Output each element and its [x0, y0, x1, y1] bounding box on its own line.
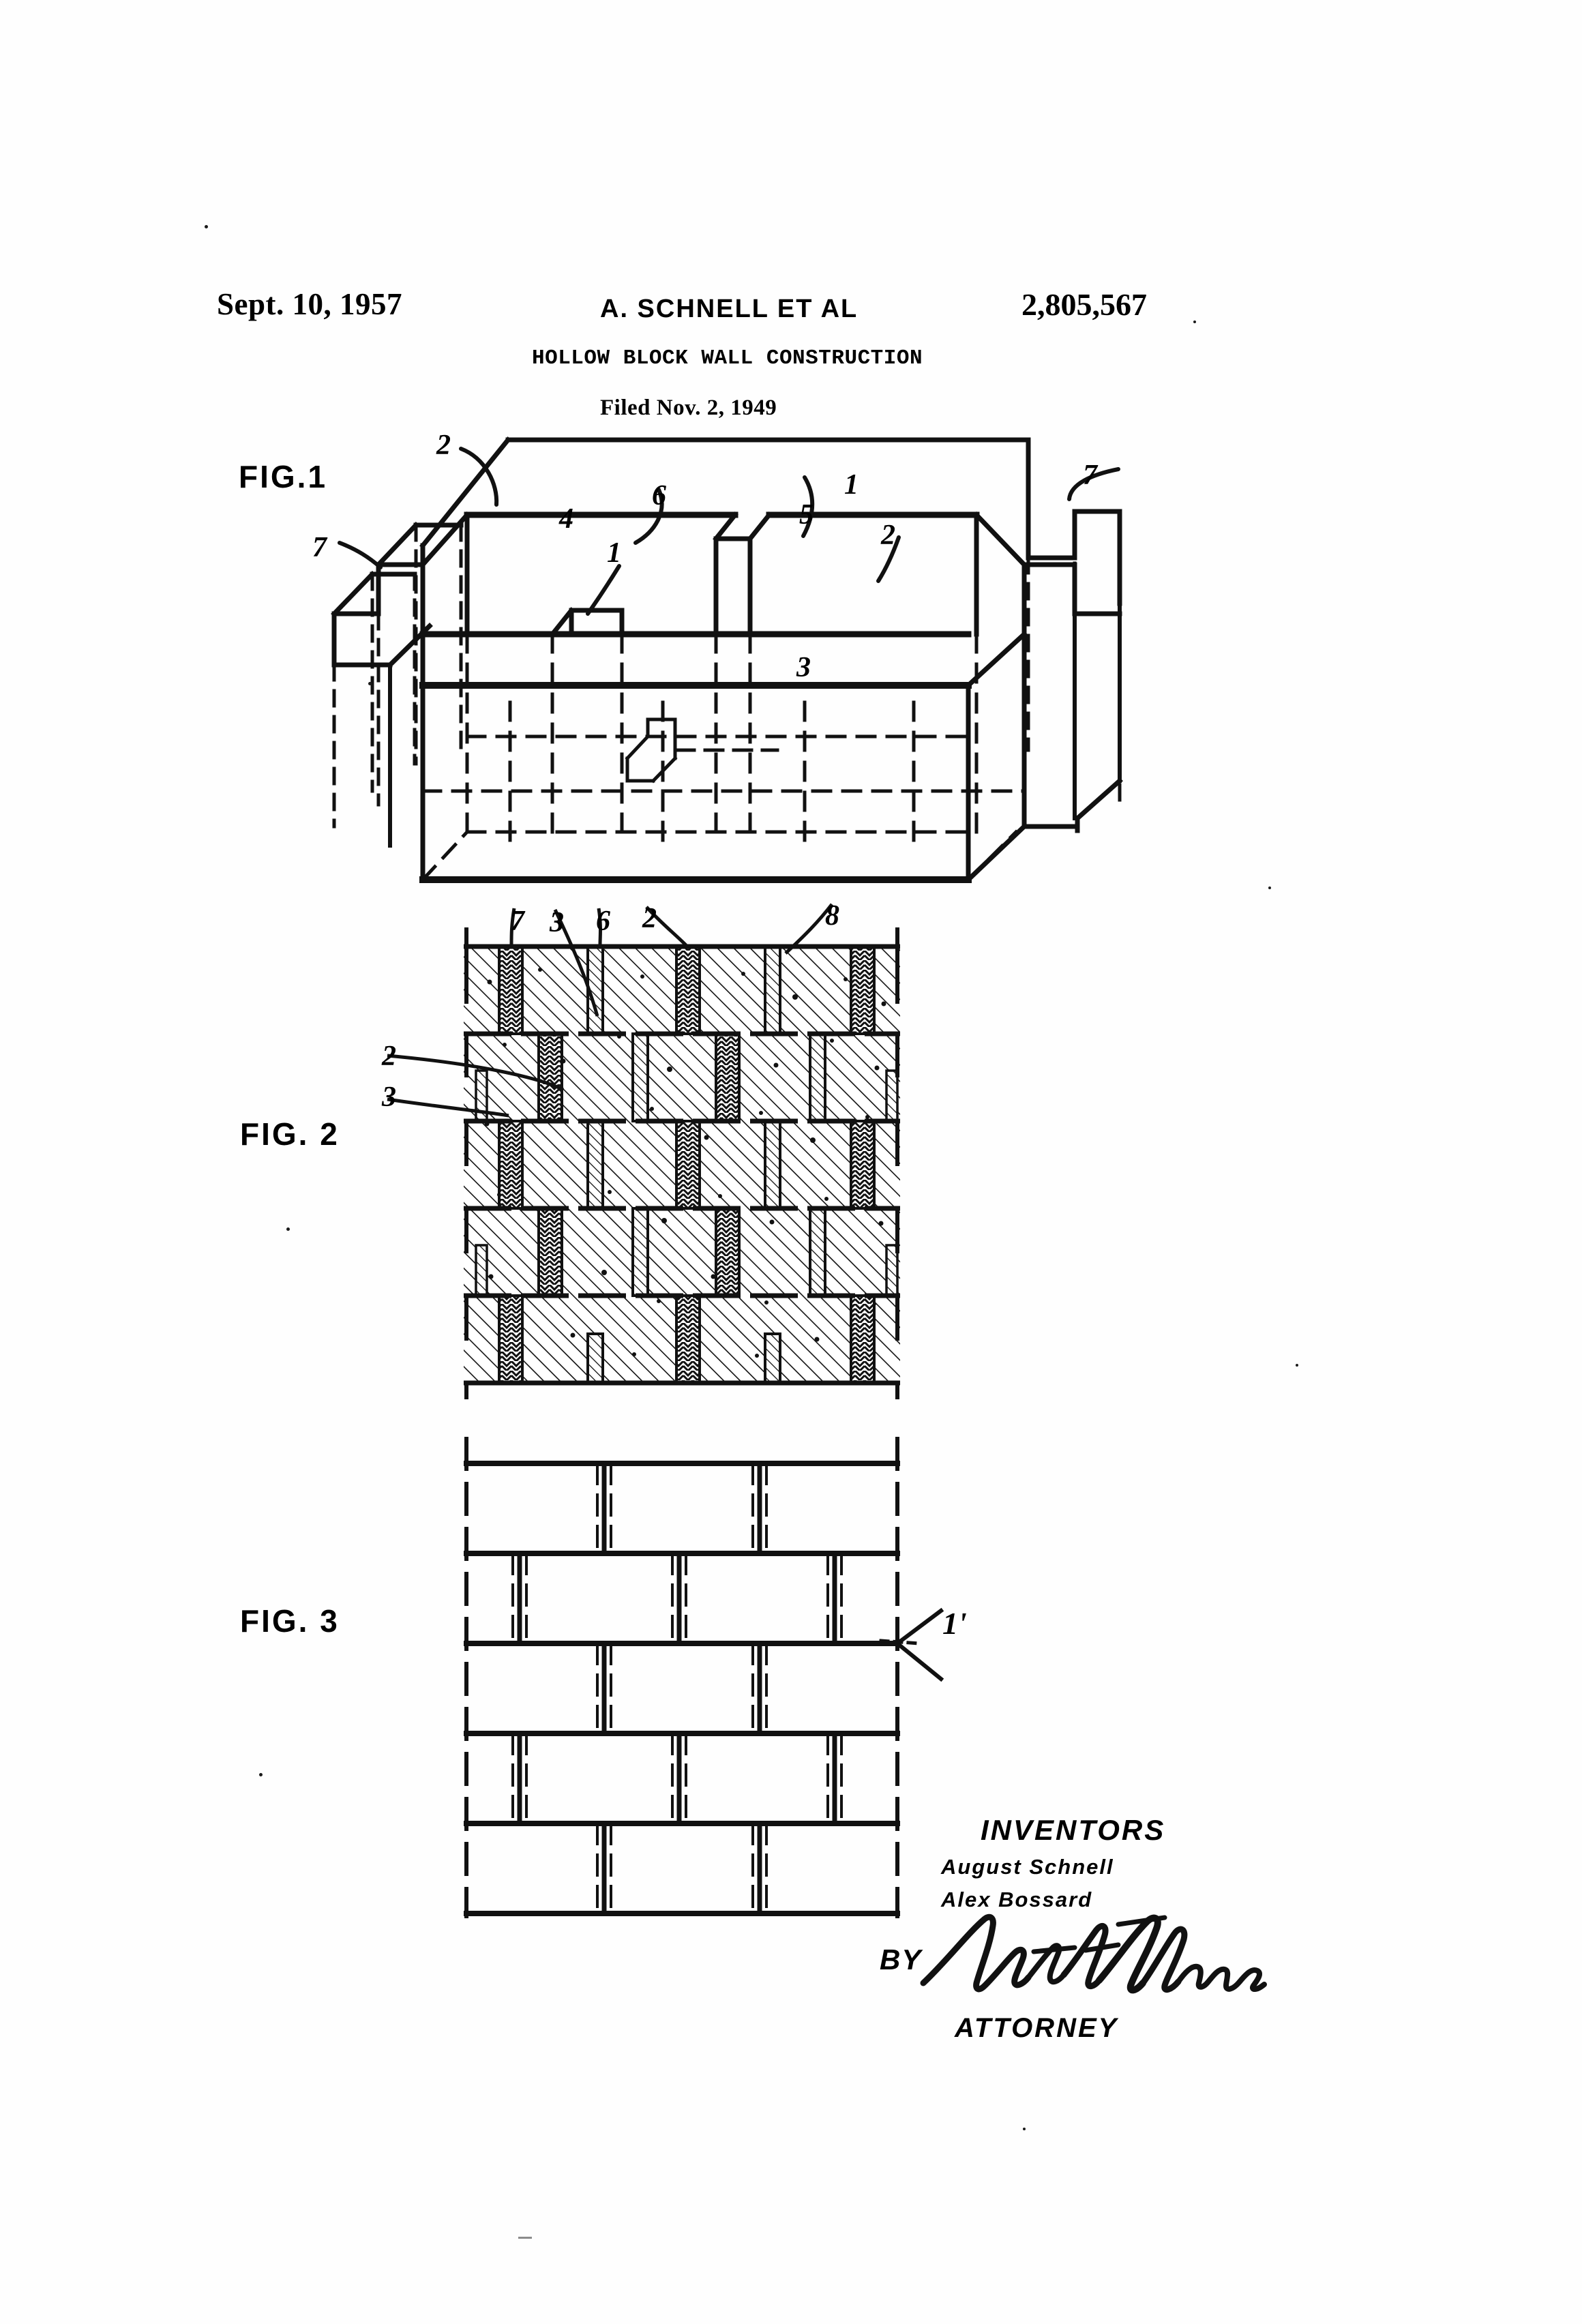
- scan-speck: [1023, 2128, 1026, 2130]
- attorney-signature: [920, 1913, 1267, 1994]
- fig2-caption: FIG. 2: [240, 1116, 340, 1152]
- inventor-name-2: Alex Bossard: [941, 1888, 1093, 1911]
- fig1-callout-4: 4: [559, 503, 573, 535]
- fig1-callout-7r: 7: [1083, 460, 1097, 491]
- fig2-left-callout-3: 3: [382, 1082, 396, 1113]
- scan-speck: [1268, 887, 1271, 889]
- fig1-callout-3: 3: [796, 652, 811, 683]
- fig3-callout-1prime: 1': [942, 1606, 967, 1641]
- fig1-callout-7l: 7: [312, 532, 327, 563]
- filing-date: Sept. 10, 1957: [217, 287, 403, 321]
- filed-date: Filed Nov. 2, 1949: [600, 396, 777, 420]
- fig1-callout-6: 6: [652, 480, 666, 511]
- patent-number: 2,805,567: [1021, 287, 1147, 322]
- attorney-label: ATTORNEY: [955, 2013, 1119, 2043]
- fig2-callout-7: 7: [510, 906, 524, 937]
- fig1-drawing: [331, 436, 1123, 883]
- scan-speck: [368, 682, 372, 685]
- fig2-callout-8: 8: [825, 900, 839, 932]
- fig3-drawing: [464, 1437, 944, 1918]
- fig2-callout-6: 6: [596, 906, 610, 937]
- scan-speck: [259, 1773, 263, 1776]
- scan-speck: [1193, 321, 1196, 323]
- fig1-callout-1a: 1: [844, 469, 859, 501]
- fig2-left-callout-2: 2: [382, 1041, 396, 1072]
- signature-block: INVENTORS August Schnell Alex Bossard: [927, 1814, 1405, 1912]
- inventors-heading: INVENTORS: [981, 1814, 1166, 1846]
- fig1-callout-2b: 2: [881, 520, 895, 551]
- fig2-drawing: [387, 903, 900, 1399]
- scan-speck: [286, 1227, 290, 1231]
- fig3-caption: FIG. 3: [240, 1603, 340, 1639]
- fig1-callout-2a: 2: [436, 430, 451, 461]
- fig2-callout-3: 3: [550, 907, 564, 938]
- fig2-callout-2: 2: [642, 903, 657, 934]
- fig1-caption: FIG.1: [239, 459, 328, 494]
- scan-speck: [205, 225, 208, 228]
- inventor-name-1: August Schnell: [941, 1855, 1114, 1879]
- scan-speck: [518, 2237, 532, 2239]
- patent-title: HOLLOW BLOCK WALL CONSTRUCTION: [532, 346, 923, 370]
- fig1-callout-1b: 1: [607, 537, 621, 569]
- fig1-callout-5: 5: [799, 499, 814, 531]
- scan-speck: [1296, 1364, 1298, 1367]
- inventor-line: A. SCHNELL ET AL: [600, 295, 859, 323]
- by-label: BY: [880, 1943, 923, 1976]
